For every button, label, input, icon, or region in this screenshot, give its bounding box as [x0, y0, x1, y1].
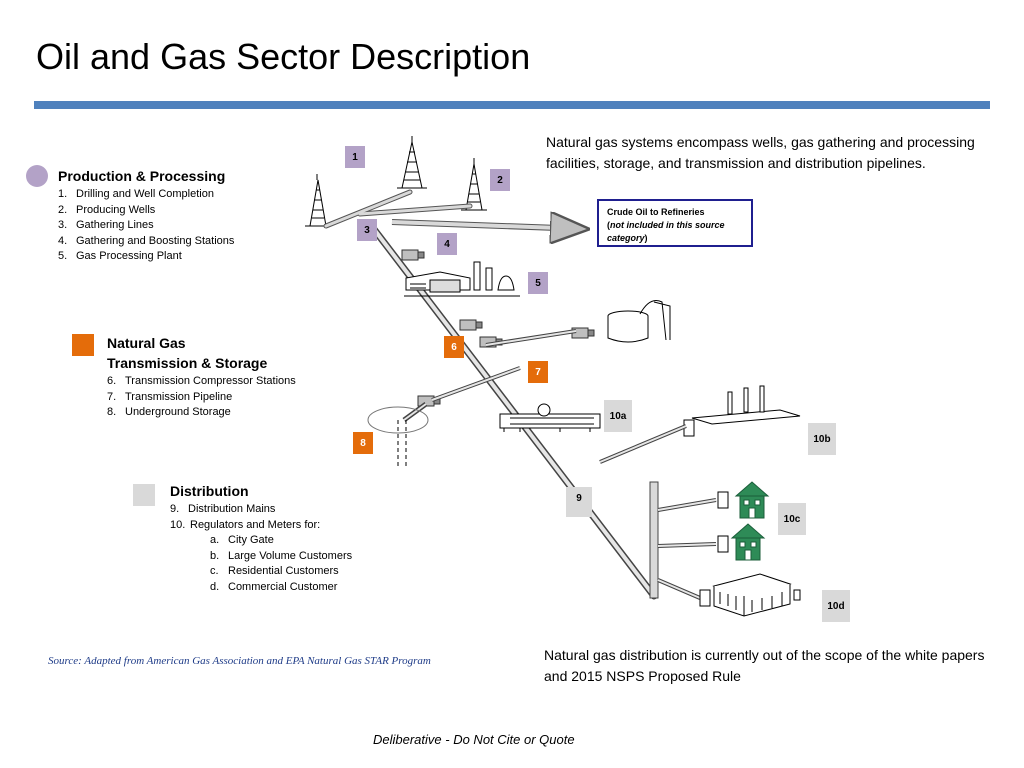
transmission-legend-marker — [72, 334, 94, 356]
crude-title: Crude Oil to Refineries — [607, 207, 705, 217]
list-item: 4.Gathering and Boosting Stations — [58, 234, 235, 247]
distribution-heading: Distribution — [170, 483, 249, 499]
list-item: 9.Distribution Mains — [170, 503, 276, 515]
transmission-heading-line2: Transmission & Storage — [107, 355, 268, 371]
oil-derrick-icon — [397, 136, 427, 189]
house-icon — [734, 481, 770, 519]
list-item: 2.Producing Wells — [58, 203, 156, 216]
badge-6: 6 — [444, 336, 464, 358]
oil-derrick-icon — [461, 158, 487, 211]
badge-2: 2 — [490, 169, 510, 191]
transmission-items: 6.Transmission Compressor Stations 7.Tra… — [107, 374, 296, 421]
crude-note: (not included in this source category) — [607, 220, 725, 243]
industrial-plant-icon — [683, 385, 801, 437]
list-item: 8.Underground Storage — [107, 406, 231, 418]
badge-5: 5 — [528, 272, 548, 294]
transmission-heading-line1: Natural Gas — [107, 335, 186, 351]
badge-3: 3 — [357, 219, 377, 241]
meter-icon — [717, 535, 729, 553]
badge-1: 1 — [345, 146, 365, 168]
production-heading: Production & Processing — [58, 168, 226, 184]
meter-icon — [717, 491, 729, 509]
badge-8: 8 — [353, 432, 373, 454]
list-item: 3.Gathering Lines — [58, 219, 154, 231]
list-item: 1.Drilling and Well Completion — [58, 188, 214, 200]
distribution-legend: Distribution 9.Distribution Mains 10.Reg… — [170, 481, 352, 595]
badge-4: 4 — [437, 233, 457, 255]
footer-note: Deliberative - Do Not Cite or Quote — [373, 732, 575, 747]
distribution-legend-marker — [133, 484, 155, 506]
list-item: 5.Gas Processing Plant — [58, 250, 182, 262]
source-note: Source: Adapted from American Gas Associ… — [48, 655, 431, 667]
list-item: d.Commercial Customer — [210, 580, 338, 593]
badge-7: 7 — [528, 361, 548, 383]
city-gate-icon — [499, 403, 601, 432]
description-top: Natural gas systems encompass wells, gas… — [546, 134, 975, 171]
production-legend: Production & Processing 1.Drilling and W… — [58, 166, 234, 265]
badge-9: 9 — [566, 487, 592, 517]
page-title: Oil and Gas Sector Description — [36, 36, 531, 77]
list-item: b.Large Volume Customers — [210, 549, 353, 562]
list-item: 10.Regulators and Meters for: — [170, 518, 321, 531]
processing-plant-icon — [404, 261, 520, 297]
production-legend-marker — [26, 165, 48, 187]
title-rule — [34, 101, 990, 109]
list-item: 6.Transmission Compressor Stations — [107, 375, 296, 387]
distribution-items: 9.Distribution Mains 10.Regulators and M… — [170, 502, 352, 595]
badge-10c: 10c — [778, 503, 806, 535]
badge-10d: 10d — [822, 590, 850, 622]
crude-oil-box: Crude Oil to Refineries (not included in… — [597, 199, 753, 247]
storage-tank-icon — [607, 300, 671, 343]
compressor-station-icon — [401, 249, 425, 261]
commercial-building-icon — [712, 573, 801, 617]
list-item: c.Residential Customers — [210, 565, 339, 577]
list-item: a.City Gate — [210, 534, 274, 546]
house-icon — [730, 523, 766, 561]
meter-icon — [699, 589, 711, 607]
oil-derrick-icon — [305, 174, 331, 227]
badge-10b: 10b — [808, 423, 836, 455]
description-bottom: Natural gas distribution is currently ou… — [544, 647, 985, 684]
underground-storage-icon — [367, 401, 429, 466]
distribution-main — [649, 481, 659, 599]
crude-arrow — [391, 222, 586, 229]
list-item: 7.Transmission Pipeline — [107, 390, 233, 403]
transmission-legend: Natural Gas Transmission & Storage 6.Tra… — [107, 333, 296, 421]
badge-10a: 10a — [604, 400, 632, 432]
compressor-station-icon — [459, 319, 483, 331]
production-items: 1.Drilling and Well Completion 2.Produci… — [58, 187, 234, 265]
